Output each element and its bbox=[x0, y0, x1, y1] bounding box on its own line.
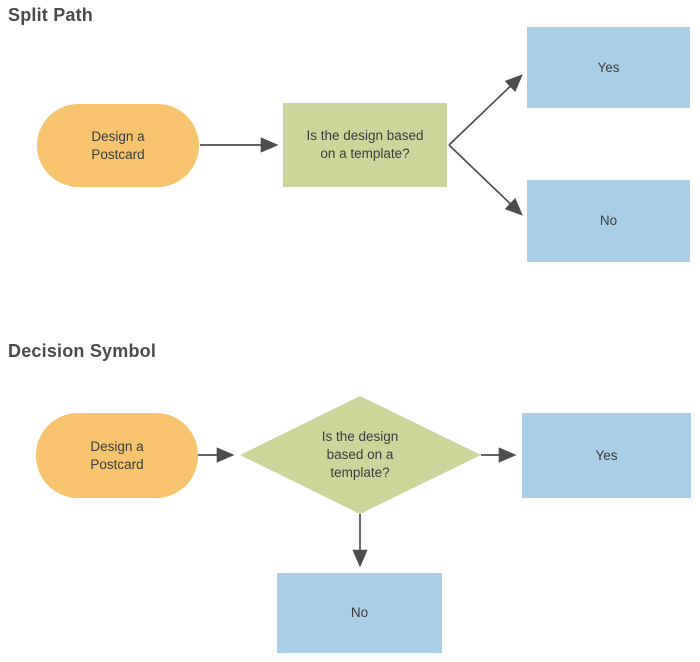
decision-diamond-shape bbox=[240, 396, 481, 514]
decision-diamond-label: Is the design based on a template? bbox=[321, 429, 399, 480]
start-node-label: Design a Postcard bbox=[91, 128, 145, 162]
section-title-split-path: Split Path bbox=[8, 5, 94, 25]
yes-node-split-path: Yes bbox=[527, 27, 690, 108]
question-node-label: Is the design based on a template? bbox=[306, 128, 424, 161]
yes-node-decision-symbol: Yes bbox=[522, 413, 691, 498]
yes-node-label: Yes bbox=[595, 447, 618, 463]
no-node-split-path: No bbox=[527, 180, 690, 262]
section-title-decision-symbol: Decision Symbol bbox=[8, 341, 157, 361]
question-node-split-path: Is the design based on a template? bbox=[283, 103, 447, 187]
connector-question-to-no-split bbox=[448, 144, 523, 216]
no-node-label: No bbox=[599, 213, 618, 229]
connector-question-to-yes-split bbox=[448, 74, 523, 146]
decision-diamond-node: Is the design based on a template? bbox=[280, 410, 440, 500]
start-node-decision-symbol: Design a Postcard bbox=[36, 413, 198, 498]
start-node-label: Design a Postcard bbox=[90, 438, 144, 472]
no-node-decision-symbol: No bbox=[277, 573, 442, 653]
no-node-label: No bbox=[350, 605, 369, 621]
start-node-split-path: Design a Postcard bbox=[37, 104, 199, 187]
yes-node-label: Yes bbox=[597, 59, 620, 75]
